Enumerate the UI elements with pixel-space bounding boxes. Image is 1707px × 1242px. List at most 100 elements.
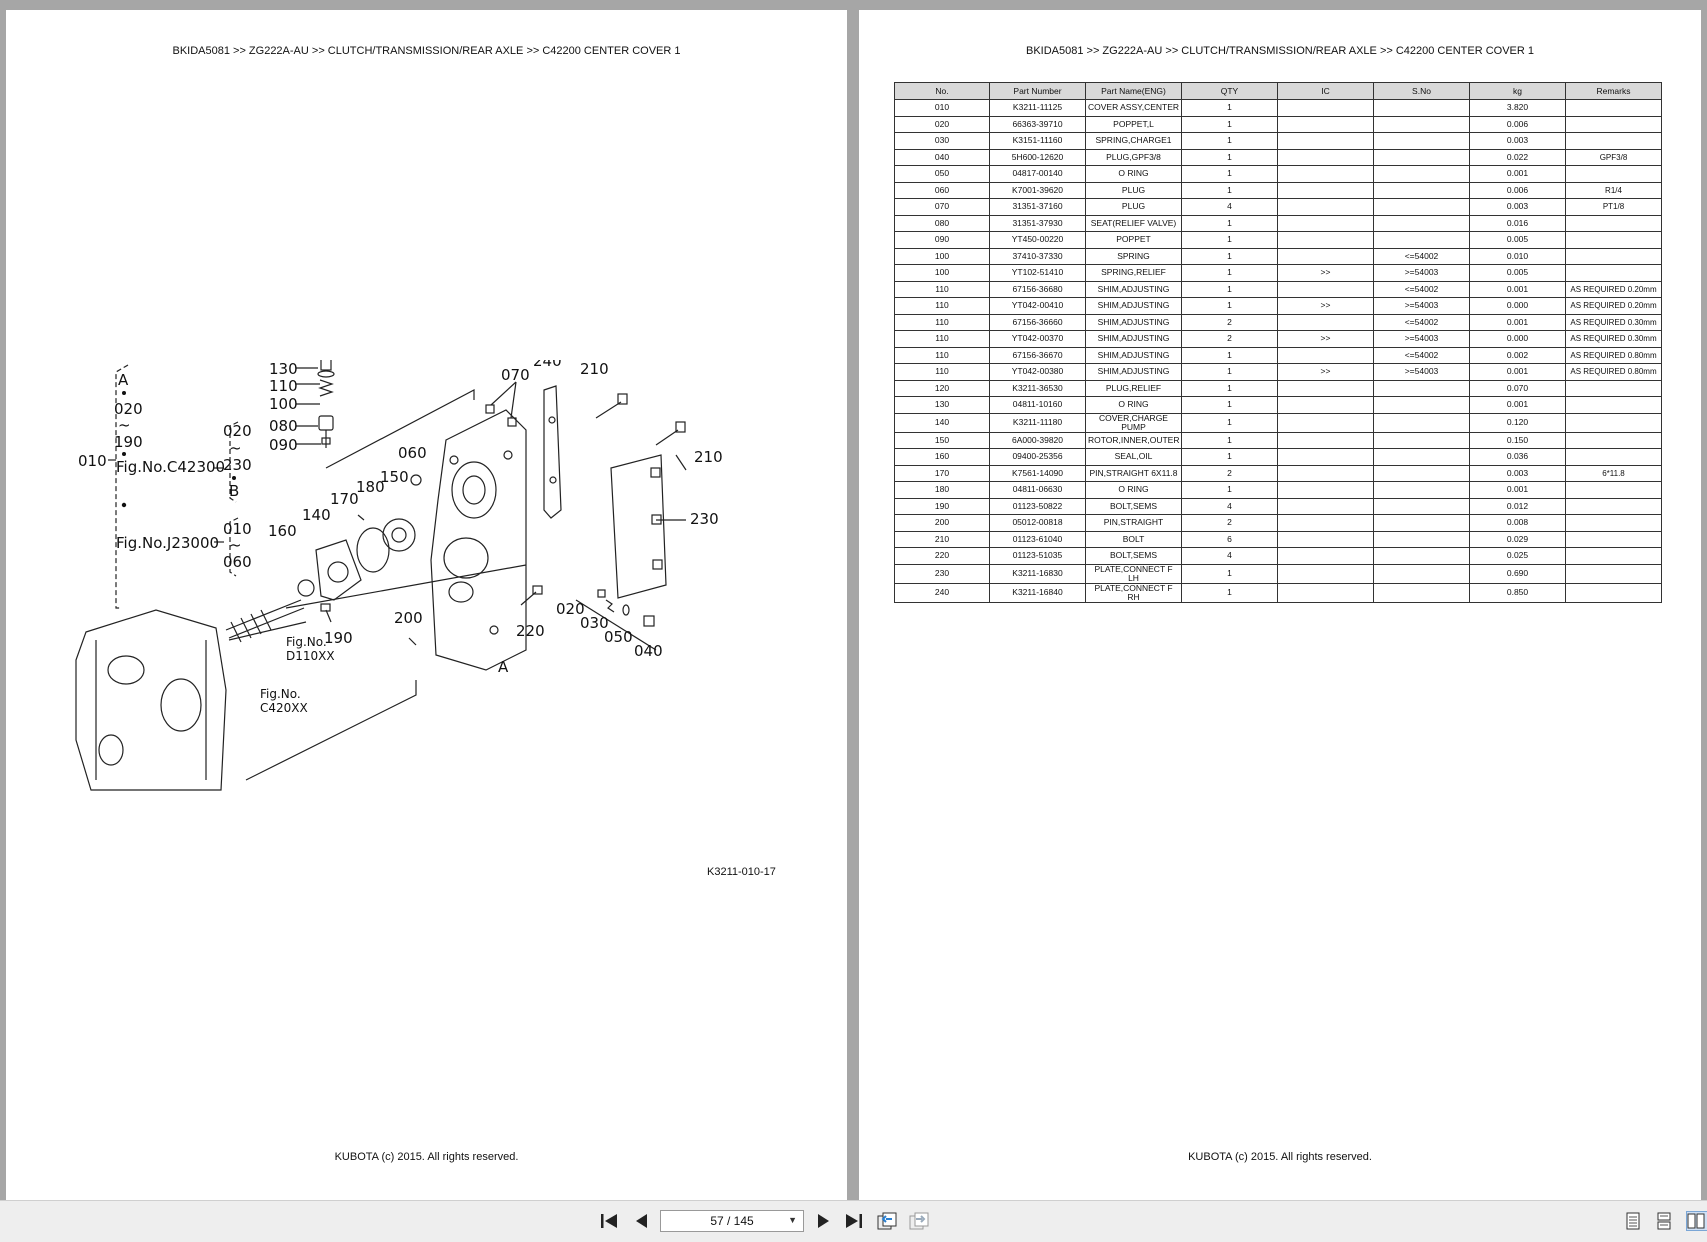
- table-cell: PLUG: [1085, 198, 1182, 216]
- table-cell: 1: [1181, 563, 1278, 584]
- table-cell: [1565, 582, 1662, 603]
- table-cell: 2: [1181, 464, 1278, 482]
- table-cell: BOLT,SEMS: [1085, 547, 1182, 565]
- transmission-case: [75, 609, 227, 791]
- table-cell: 130: [894, 396, 990, 414]
- table-cell: 0.850: [1469, 582, 1566, 603]
- column-header: kg: [1469, 82, 1566, 100]
- table-cell: 67156-36670: [989, 346, 1086, 364]
- last-page-icon[interactable]: [843, 1211, 865, 1231]
- table-cell: 180: [894, 481, 990, 499]
- table-cell: POPPET,L: [1085, 115, 1182, 133]
- back-view-icon[interactable]: [876, 1211, 898, 1231]
- table-cell: 110: [894, 346, 990, 364]
- table-cell: 04811-10160: [989, 396, 1086, 414]
- callout-090: 090: [269, 436, 298, 454]
- table-cell: 1: [1181, 363, 1278, 381]
- table-cell: 1: [1181, 280, 1278, 298]
- next-page-icon[interactable]: [813, 1211, 835, 1231]
- two-page-view-icon[interactable]: [1686, 1211, 1707, 1231]
- table-cell: 6*11.8: [1565, 464, 1662, 482]
- table-cell: BOLT,SEMS: [1085, 497, 1182, 515]
- table-cell: 31351-37160: [989, 198, 1086, 216]
- forward-view-icon[interactable]: [908, 1211, 930, 1231]
- legend-j-to: 060: [223, 553, 252, 571]
- callout-210-top: 210: [580, 360, 609, 378]
- table-cell: [1277, 396, 1374, 414]
- callout-240: 240: [533, 360, 562, 370]
- table-cell: [1373, 165, 1470, 183]
- table-cell: [1277, 563, 1374, 584]
- callout-080: 080: [269, 417, 298, 435]
- table-cell: 1: [1181, 431, 1278, 449]
- table-cell: [1373, 412, 1470, 433]
- table-cell: [1373, 214, 1470, 232]
- chevron-down-icon[interactable]: ▼: [788, 1215, 797, 1225]
- continuous-view-icon[interactable]: [1656, 1212, 1672, 1230]
- callout-050: 050: [604, 628, 633, 646]
- table-cell: 170: [894, 464, 990, 482]
- table-cell: [1277, 464, 1374, 482]
- table-cell: K7561-14090: [989, 464, 1086, 482]
- legend-b-letter: B: [229, 482, 239, 500]
- table-cell: 1: [1181, 481, 1278, 499]
- table-cell: K3211-11180: [989, 412, 1086, 433]
- table-cell: [1565, 99, 1662, 117]
- table-cell: 070: [894, 198, 990, 216]
- diagram-code: K3211-010-17: [707, 866, 776, 878]
- table-cell: PLATE,CONNECT F LH: [1085, 563, 1182, 584]
- viewer-toolbar: 57 / 145 ▼: [0, 1200, 1707, 1242]
- table-cell: 2: [1181, 514, 1278, 532]
- callout-140: 140: [302, 506, 331, 524]
- table-cell: 0.000: [1469, 330, 1566, 348]
- table-cell: [1565, 264, 1662, 282]
- table-cell: 0.005: [1469, 264, 1566, 282]
- table-cell: [1277, 530, 1374, 548]
- table-cell: 5H600-12620: [989, 148, 1086, 166]
- callout-040: 040: [634, 642, 663, 660]
- table-cell: >>: [1277, 330, 1374, 348]
- table-cell: SEAT(RELIEF VALVE): [1085, 214, 1182, 232]
- single-page-view-icon[interactable]: [1625, 1212, 1641, 1230]
- table-cell: 110: [894, 363, 990, 381]
- table-cell: [1373, 497, 1470, 515]
- page-indicator: 57 / 145: [710, 1214, 754, 1228]
- table-cell: 0.150: [1469, 431, 1566, 449]
- callout-100: 100: [269, 395, 298, 413]
- table-cell: 0.016: [1469, 214, 1566, 232]
- table-cell: [1373, 563, 1470, 584]
- page-number-input[interactable]: 57 / 145 ▼: [660, 1210, 804, 1232]
- legend-a-tilde: ~: [118, 416, 131, 434]
- table-cell: 090: [894, 231, 990, 249]
- table-cell: [1373, 181, 1470, 199]
- table-cell: 240: [894, 582, 990, 603]
- callout-030: 030: [580, 614, 609, 632]
- table-cell: SHIM,ADJUSTING: [1085, 313, 1182, 331]
- table-cell: <=54002: [1373, 247, 1470, 265]
- prev-page-icon[interactable]: [630, 1211, 652, 1231]
- table-cell: 1: [1181, 448, 1278, 466]
- table-cell: [1565, 497, 1662, 515]
- table-cell: 04817-00140: [989, 165, 1086, 183]
- table-cell: [1565, 379, 1662, 397]
- column-header: Part Number: [989, 82, 1086, 100]
- table-cell: [1277, 214, 1374, 232]
- table-cell: 0.003: [1469, 198, 1566, 216]
- first-page-icon[interactable]: [598, 1211, 620, 1231]
- table-cell: [1277, 247, 1374, 265]
- table-cell: 1: [1181, 115, 1278, 133]
- table-cell: [1277, 547, 1374, 565]
- legend-root: 010: [78, 452, 107, 470]
- table-cell: PLATE,CONNECT F RH: [1085, 582, 1182, 603]
- legend-b-to: 230: [223, 456, 252, 474]
